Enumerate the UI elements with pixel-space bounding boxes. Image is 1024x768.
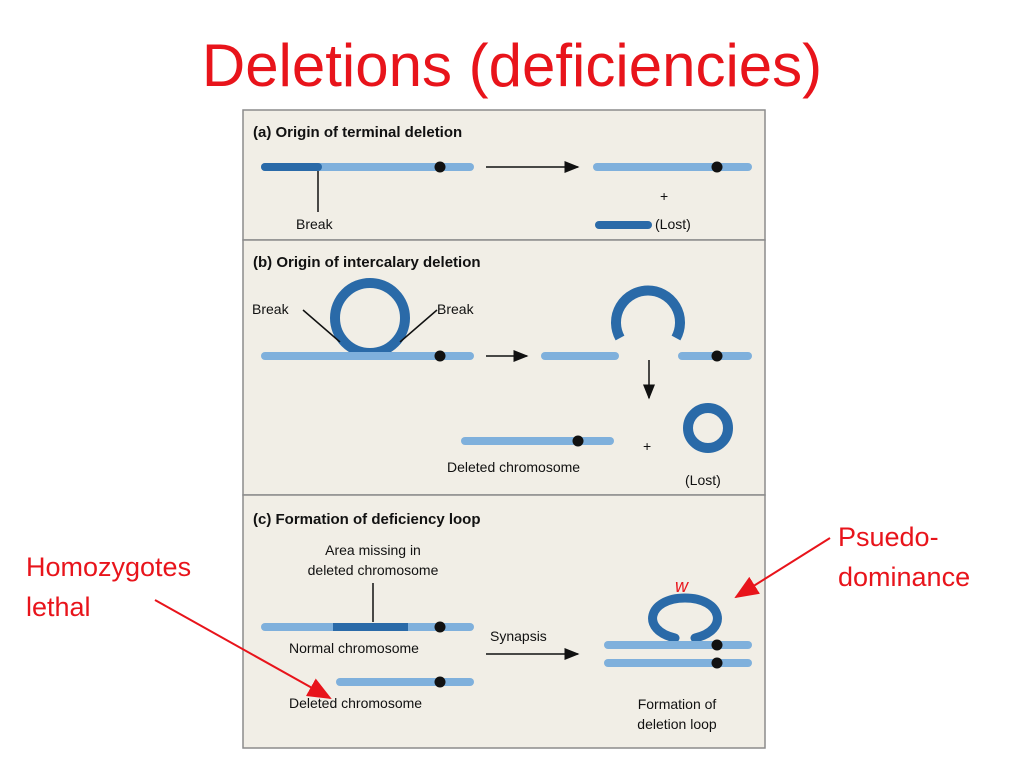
panel-c-synapsis-label: Synapsis bbox=[490, 628, 547, 644]
panel-a-original-chromosome bbox=[261, 161, 474, 173]
centromere-icon bbox=[434, 161, 446, 173]
centromere-icon bbox=[711, 161, 723, 173]
panel-c-normal-label: Normal chromosome bbox=[289, 640, 419, 656]
panel-c-deleted-label: Deleted chromosome bbox=[289, 695, 422, 711]
panel-a-heading: (a) Origin of terminal deletion bbox=[253, 124, 462, 141]
panel-a-lost-label: (Lost) bbox=[655, 216, 691, 232]
panel-b-break-left-line bbox=[302, 309, 341, 343]
panel-c-formation-line2: deletion loop bbox=[637, 716, 717, 732]
panel-c-heading: (c) Formation of deficiency loop bbox=[253, 511, 481, 528]
panel-b-heading: (b) Origin of intercalary deletion bbox=[253, 254, 481, 271]
pseudodominance-label-line1: Psuedo- bbox=[838, 522, 939, 552]
centromere-icon bbox=[434, 621, 446, 633]
pseudodominance-label-line2: dominance bbox=[838, 562, 971, 592]
panel-a-plus: + bbox=[660, 188, 668, 204]
homozygotes-label-line1: Homozygotes bbox=[26, 552, 192, 582]
panel-b-lost-label: (Lost) bbox=[685, 472, 721, 488]
panel-c-normal-chromosome bbox=[261, 621, 474, 633]
panel-c-area-line1: Area missing in bbox=[325, 542, 421, 558]
centromere-icon bbox=[434, 676, 446, 688]
panel-a-frame bbox=[242, 109, 766, 241]
panel-b-looped-chromosome bbox=[261, 278, 474, 362]
panel-c-w-label: w bbox=[675, 576, 689, 596]
panel-b-broken-chromosome bbox=[541, 285, 752, 362]
centromere-icon bbox=[572, 435, 584, 447]
panel-c-formation-line1: Formation of bbox=[638, 696, 717, 712]
panel-b-deleted-label: Deleted chromosome bbox=[447, 459, 580, 475]
panel-a-result-chromosome bbox=[593, 161, 752, 173]
panel-b-deleted-chromosome bbox=[461, 435, 614, 447]
centromere-icon bbox=[711, 639, 723, 651]
centromere-icon bbox=[711, 657, 723, 669]
panel-b-frame bbox=[242, 239, 766, 496]
panel-b-lost-ring bbox=[683, 403, 733, 453]
panel-a-break-label: Break bbox=[296, 216, 334, 232]
homozygotes-label-line2: lethal bbox=[26, 592, 91, 622]
panel-c-frame bbox=[242, 494, 766, 749]
homozygotes-arrow bbox=[154, 599, 332, 699]
panel-b-break-left-label: Break bbox=[252, 301, 290, 317]
panel-c-area-line2: deleted chromosome bbox=[308, 562, 439, 578]
pseudodominance-arrow bbox=[734, 537, 831, 599]
panel-c-deleted-chromosome bbox=[336, 676, 474, 688]
page-title: Deletions (deficiencies) bbox=[201, 32, 823, 99]
centromere-icon bbox=[711, 350, 723, 362]
panel-b-plus: + bbox=[643, 438, 651, 454]
centromere-icon bbox=[434, 350, 446, 362]
panel-b-break-right-line bbox=[399, 309, 438, 343]
panel-b-break-right-label: Break bbox=[437, 301, 475, 317]
panel-c-deletion-loop bbox=[604, 593, 752, 669]
